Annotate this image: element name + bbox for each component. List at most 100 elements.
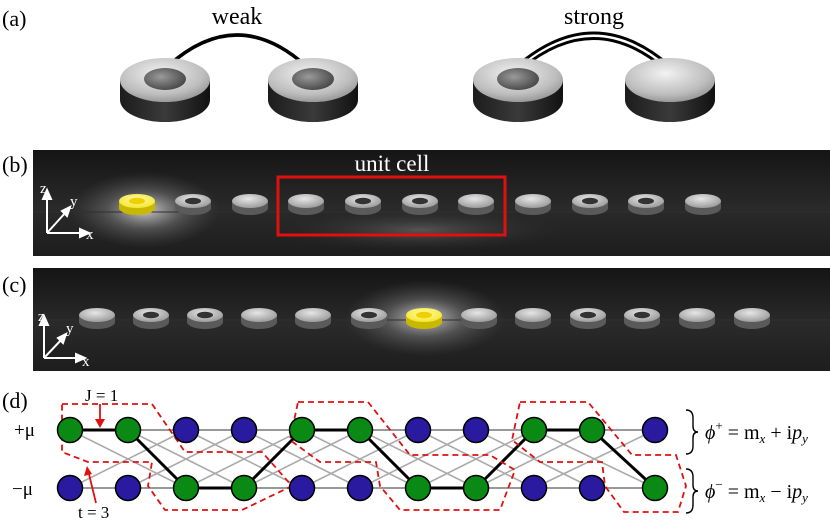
strong-coupling-arc-inner bbox=[521, 37, 665, 70]
resonator-b-9 bbox=[572, 194, 608, 215]
bond-strong bbox=[358, 428, 420, 490]
ring-resonator-1 bbox=[120, 58, 210, 122]
strong-label: strong bbox=[564, 4, 624, 30]
site-top-4 bbox=[230, 416, 258, 444]
weak-coupling-arc bbox=[166, 33, 308, 68]
resonator-c-6 bbox=[351, 308, 387, 329]
panel-c-resonators bbox=[79, 308, 770, 329]
panel-d: +μ −μ J = 1 t = 3 ϕ+ = mx + ipy ϕ− = mx … bbox=[12, 386, 808, 522]
site-top-5 bbox=[288, 416, 316, 444]
strong-coupling-arc-outer bbox=[516, 31, 671, 68]
site-bottom-11 bbox=[641, 474, 669, 502]
site-bottom-9 bbox=[520, 474, 548, 502]
site-top-8 bbox=[462, 416, 490, 444]
row-label-minus-mu: −μ bbox=[12, 479, 33, 500]
site-bottom-4 bbox=[230, 474, 258, 502]
site-top-1 bbox=[56, 416, 84, 444]
unit-cell-outline-1 bbox=[61, 403, 294, 511]
resonator-b-8 bbox=[515, 194, 551, 215]
bond-cross bbox=[533, 429, 656, 489]
equation-phi-minus: ϕ− = mx − ipy bbox=[705, 477, 808, 505]
resonator-c-2 bbox=[133, 308, 169, 329]
unit-cell-box bbox=[276, 175, 507, 237]
bond-strong bbox=[474, 428, 536, 490]
lattice-sites bbox=[56, 416, 669, 502]
site-top-6 bbox=[346, 416, 374, 444]
resonator-b-7 bbox=[458, 194, 494, 215]
axis-b-y: y bbox=[70, 194, 78, 210]
bond-cross bbox=[359, 429, 477, 489]
resonator-c-3 bbox=[187, 308, 223, 329]
axes-c bbox=[38, 313, 88, 364]
bond-strong bbox=[126, 428, 188, 490]
resonator-c-10 bbox=[570, 308, 606, 329]
site-top-3 bbox=[172, 416, 200, 444]
resonator-b-6 bbox=[402, 194, 438, 215]
axis-c-x: x bbox=[82, 354, 90, 370]
axis-b-z: z bbox=[40, 181, 47, 197]
resonator-b-11 bbox=[685, 194, 721, 215]
solid-disk-resonator bbox=[625, 58, 715, 122]
bond-strong bbox=[590, 428, 657, 490]
resonator-c-5 bbox=[295, 308, 331, 329]
axis-b-x: x bbox=[86, 227, 94, 243]
site-bottom-8 bbox=[462, 474, 490, 502]
bond-cross bbox=[185, 429, 303, 489]
resonator-b-5 bbox=[345, 194, 381, 215]
ring-resonator-2 bbox=[268, 58, 358, 122]
panel-label-a: (a) bbox=[2, 6, 26, 31]
site-top-9 bbox=[520, 416, 548, 444]
panel-label-d: (d) bbox=[2, 388, 28, 413]
site-bottom-6 bbox=[346, 474, 374, 502]
site-top-11 bbox=[641, 416, 669, 444]
bond-cross bbox=[243, 429, 361, 489]
panel-b: unit cell z y x bbox=[33, 150, 830, 256]
resonator-b-1 bbox=[119, 194, 155, 215]
weak-label: weak bbox=[212, 4, 263, 30]
equation-phi-plus: ϕ+ = mx + ipy bbox=[705, 418, 808, 446]
bond-cross bbox=[475, 429, 593, 489]
t-label: t = 3 bbox=[78, 503, 109, 522]
site-top-2 bbox=[114, 416, 142, 444]
resonator-b-2 bbox=[175, 194, 211, 215]
brace-minus bbox=[685, 468, 699, 514]
panel-label-c: (c) bbox=[2, 272, 26, 297]
site-bottom-1 bbox=[56, 474, 84, 502]
site-top-10 bbox=[578, 416, 606, 444]
axes-b bbox=[41, 187, 92, 239]
resonator-c-4 bbox=[241, 308, 277, 329]
site-bottom-7 bbox=[404, 474, 432, 502]
site-bottom-10 bbox=[578, 474, 606, 502]
bond-strong bbox=[242, 428, 304, 490]
resonator-c-9 bbox=[515, 308, 551, 329]
axis-c-y: y bbox=[66, 321, 74, 337]
ring-resonator-3 bbox=[473, 58, 563, 122]
panel-label-b: (b) bbox=[2, 152, 28, 177]
J-label: J = 1 bbox=[85, 386, 118, 405]
site-bottom-3 bbox=[172, 474, 200, 502]
bond-cross bbox=[417, 429, 535, 489]
resonator-c-7 bbox=[406, 308, 442, 329]
site-bottom-2 bbox=[114, 474, 142, 502]
bond-cross bbox=[301, 429, 419, 489]
unit-cell-outline-3 bbox=[511, 401, 687, 513]
resonator-b-3 bbox=[232, 194, 268, 215]
resonator-b-4 bbox=[288, 194, 324, 215]
panel-a: weak strong bbox=[120, 4, 715, 122]
resonator-c-1 bbox=[79, 308, 115, 329]
panel-c: z y x bbox=[33, 268, 830, 371]
row-label-plus-mu: +μ bbox=[14, 420, 35, 441]
resonator-c-8 bbox=[461, 308, 497, 329]
resonator-c-12 bbox=[679, 308, 715, 329]
bond-cross bbox=[127, 429, 245, 489]
site-top-7 bbox=[404, 416, 432, 444]
brace-plus bbox=[685, 409, 699, 455]
unit-cell-label: unit cell bbox=[355, 151, 430, 176]
site-bottom-5 bbox=[288, 474, 316, 502]
axis-c-z: z bbox=[38, 309, 45, 325]
resonator-c-13 bbox=[734, 308, 770, 329]
resonator-c-11 bbox=[624, 308, 660, 329]
resonator-b-10 bbox=[628, 194, 664, 215]
panel-b-resonators bbox=[119, 194, 721, 215]
